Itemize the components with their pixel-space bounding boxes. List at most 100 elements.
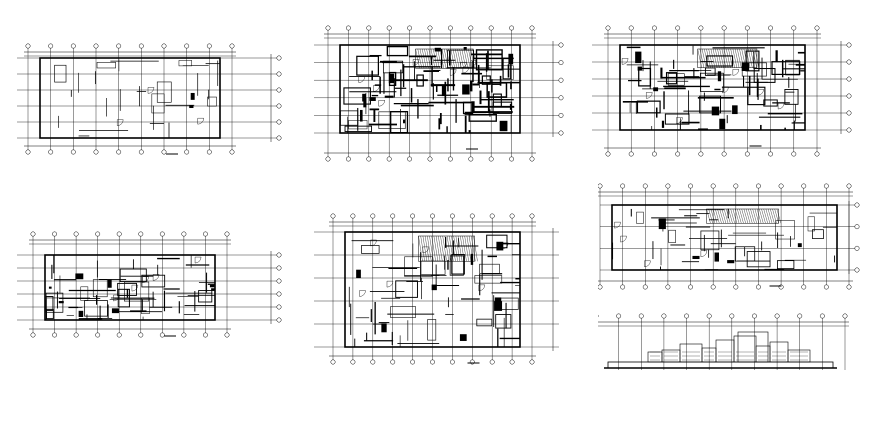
grid-bubble: [70, 43, 76, 49]
grid-bubble: [823, 284, 829, 290]
grid-bubble: [181, 332, 187, 338]
plan-basement-linework: [17, 43, 282, 155]
grid-bubble: [774, 313, 780, 319]
grid-bubble: [733, 284, 739, 290]
grid-bubble: [801, 183, 807, 189]
plan-basement-svg: [17, 43, 282, 155]
roof-plan-drawing: [598, 180, 863, 295]
grid-bubble: [276, 87, 282, 93]
grid-bubble: [558, 60, 564, 66]
grid-bubble: [410, 213, 416, 219]
grid-bubble: [224, 332, 230, 338]
hatch-area: [415, 48, 477, 69]
grid-bubble: [366, 156, 372, 162]
grid-bubble: [276, 71, 282, 77]
building-outline: [339, 44, 521, 134]
grid-bubble: [345, 156, 351, 162]
grid-bubble: [558, 42, 564, 48]
grid-bubble: [138, 43, 144, 49]
roof-plan-svg: [598, 183, 860, 290]
grid-bubble: [628, 151, 634, 157]
grid-bubble: [558, 130, 564, 136]
grid-bubble: [116, 43, 122, 49]
grid-bubble: [366, 25, 372, 31]
grid-bubble: [488, 25, 494, 31]
grid-bubble: [846, 93, 852, 99]
grid-bubble: [93, 43, 99, 49]
grid-bubble: [756, 284, 761, 290]
grid-bubble: [370, 213, 376, 219]
grid-bubble: [854, 202, 860, 208]
building-outline: [44, 254, 216, 321]
grid-bubble: [752, 313, 757, 319]
grid-bubble: [276, 304, 282, 310]
grid-bubble: [206, 43, 212, 49]
grid-bubble: [616, 313, 622, 319]
grid-bubble: [161, 149, 167, 155]
grid-bubble: [407, 156, 413, 162]
grid-bubble: [598, 183, 603, 189]
grid-bubble: [509, 213, 515, 219]
grid-bubble: [529, 213, 535, 219]
grid-bubble: [744, 151, 750, 157]
grid-bubble: [854, 224, 860, 230]
grid-bubble: [330, 359, 336, 365]
grid-bubble: [386, 25, 392, 31]
grid-bubble: [642, 183, 648, 189]
grid-bubble: [138, 231, 144, 237]
grid-bubble: [684, 313, 689, 319]
grid-bubble: [814, 25, 820, 31]
grid-bubble: [733, 183, 739, 189]
grid-bubble: [138, 332, 144, 338]
grid-bubble: [665, 284, 671, 290]
grid-bubble: [30, 332, 36, 338]
grid-bubble: [276, 317, 282, 323]
grid-bubble: [489, 213, 495, 219]
grid-bubble: [468, 156, 474, 162]
grid-bubble: [25, 149, 31, 155]
grid-bubble: [598, 284, 603, 290]
grid-bubble: [558, 112, 564, 118]
grid-bubble: [488, 156, 494, 162]
front-elevation-svg: [598, 313, 849, 370]
grid-bubble: [558, 77, 564, 83]
plan-third-svg: [314, 213, 559, 365]
grid-bubble: [842, 313, 848, 319]
grid-bubble: [407, 25, 413, 31]
grid-bubble: [819, 313, 825, 319]
roof-plan-linework: [598, 183, 860, 290]
grid-bubble: [846, 110, 852, 116]
grid-bubble: [449, 359, 455, 365]
building-outline: [611, 204, 838, 271]
plan-ground-svg: [314, 25, 564, 162]
grid-bubble: [710, 183, 716, 189]
grid-bubble: [276, 119, 282, 125]
grid-bubble: [651, 25, 657, 31]
grid-bubble: [73, 231, 79, 237]
grid-bubble: [410, 359, 416, 365]
grid-bubble: [276, 278, 282, 284]
grid-bubble: [744, 25, 750, 31]
grid-bubble: [846, 183, 852, 189]
grid-bubble: [48, 149, 54, 155]
grid-bubble: [814, 151, 820, 157]
plan-third-drawing: [312, 210, 567, 370]
grid-bubble: [30, 231, 36, 237]
grid-bubble: [605, 151, 611, 157]
grid-bubble: [93, 149, 99, 155]
grid-bubble: [778, 284, 784, 290]
plan-second-drawing: [15, 228, 285, 343]
grid-bubble: [854, 245, 860, 251]
grid-bubble: [529, 359, 535, 365]
grid-bubble: [116, 332, 122, 338]
grid-bubble: [276, 55, 282, 61]
grid-bubble: [846, 59, 852, 65]
grid-bubble: [48, 43, 54, 49]
plan-ground-linework: [314, 25, 564, 162]
grid-bubble: [430, 213, 435, 219]
grid-bubble: [778, 183, 784, 189]
grid-bubble: [73, 332, 79, 338]
grid-bubble: [729, 313, 735, 319]
grid-bubble: [52, 231, 58, 237]
